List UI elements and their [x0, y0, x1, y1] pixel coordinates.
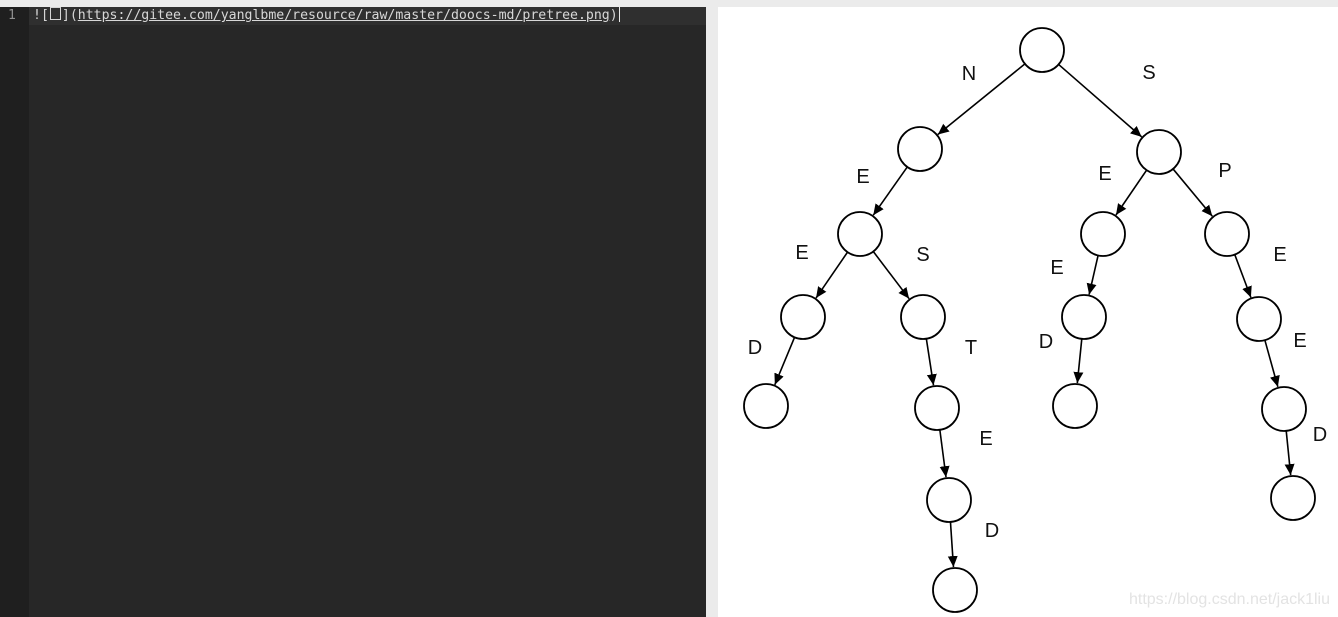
- trie-edge-arrow: [872, 166, 908, 216]
- trie-node: [926, 477, 972, 523]
- trie-node: [837, 211, 883, 257]
- trie-edge-label: N: [962, 63, 976, 85]
- trie-node: [1080, 211, 1126, 257]
- trie-node: [914, 385, 960, 431]
- trie-node: [1061, 294, 1107, 340]
- trie-node: [1204, 211, 1250, 257]
- trie-edge-arrow: [1086, 255, 1099, 295]
- trie-edge-label: E: [856, 166, 869, 188]
- trie-edge-arrow: [937, 63, 1026, 136]
- trie-edge-label: E: [1293, 330, 1306, 352]
- trie-edge-label: S: [1142, 62, 1155, 84]
- trie-node: [1052, 383, 1098, 429]
- image-syntax-suffix: ): [609, 8, 618, 23]
- trie-diagram: N S E E S D T E D E P E D E E D: [743, 27, 1327, 613]
- line-number: 1: [8, 8, 16, 23]
- trie-edge-label: D: [748, 337, 762, 359]
- trie-node: [897, 126, 943, 172]
- trie-edge-label: T: [965, 337, 977, 359]
- trie-edge-arrow: [1058, 63, 1143, 138]
- trie-edge-arrow: [872, 251, 910, 300]
- trie-node: [743, 383, 789, 429]
- trie-edge-label: E: [1098, 163, 1111, 185]
- trie-node: [1270, 475, 1316, 521]
- code-line[interactable]: ![](https://gitee.com/yanglbme/resource/…: [33, 7, 620, 23]
- trie-edge-label: E: [1273, 244, 1286, 266]
- active-line-highlight: [29, 7, 706, 25]
- trie-edge-arrow: [1172, 168, 1213, 217]
- trie-node: [1136, 129, 1182, 175]
- trie-edge-label: D: [1313, 424, 1327, 446]
- trie-edge-arrow: [1073, 338, 1084, 384]
- trie-edge-label: E: [795, 242, 808, 264]
- empty-alt-glyph-icon: [49, 7, 61, 20]
- trie-edge-arrow: [1284, 430, 1295, 476]
- trie-edge-label: E: [1050, 257, 1063, 279]
- trie-edge-arrow: [947, 521, 958, 568]
- trie-edge-arrow: [925, 338, 937, 386]
- image-url-link[interactable]: https://gitee.com/yanglbme/resource/raw/…: [77, 8, 610, 23]
- trie-node: [1236, 296, 1282, 342]
- trie-edge-arrow: [1234, 254, 1252, 298]
- trie-node: [1019, 27, 1065, 73]
- trie-node: [780, 294, 826, 340]
- trie-edge-arrow: [939, 429, 950, 478]
- trie-edge-label: E: [979, 428, 992, 450]
- text-cursor: [618, 7, 620, 22]
- trie-edge-arrow: [774, 337, 796, 386]
- trie-node: [1261, 386, 1307, 432]
- trie-node: [932, 567, 978, 613]
- trie-edge-label: D: [1039, 331, 1053, 353]
- trie-edge-arrow: [815, 251, 849, 299]
- watermark: https://blog.csdn.net/jack1liu: [1128, 591, 1330, 608]
- trie-edge-arrow: [1115, 169, 1148, 216]
- line-gutter: 1: [0, 7, 29, 617]
- trie-node: [900, 294, 946, 340]
- trie-edge-label: D: [985, 520, 999, 542]
- trie-edge-label: S: [916, 244, 929, 266]
- trie-edge-arrow: [1264, 339, 1280, 388]
- markdown-preview: N S E E S D T E D E P E D E E D https://blog.csdn.net/j…: [718, 7, 1338, 617]
- trie-edge-label: P: [1218, 160, 1231, 182]
- markdown-editor[interactable]: 1 ![](https://gitee.com/yanglbme/resourc…: [0, 7, 706, 617]
- image-syntax-prefix: ![: [33, 8, 49, 23]
